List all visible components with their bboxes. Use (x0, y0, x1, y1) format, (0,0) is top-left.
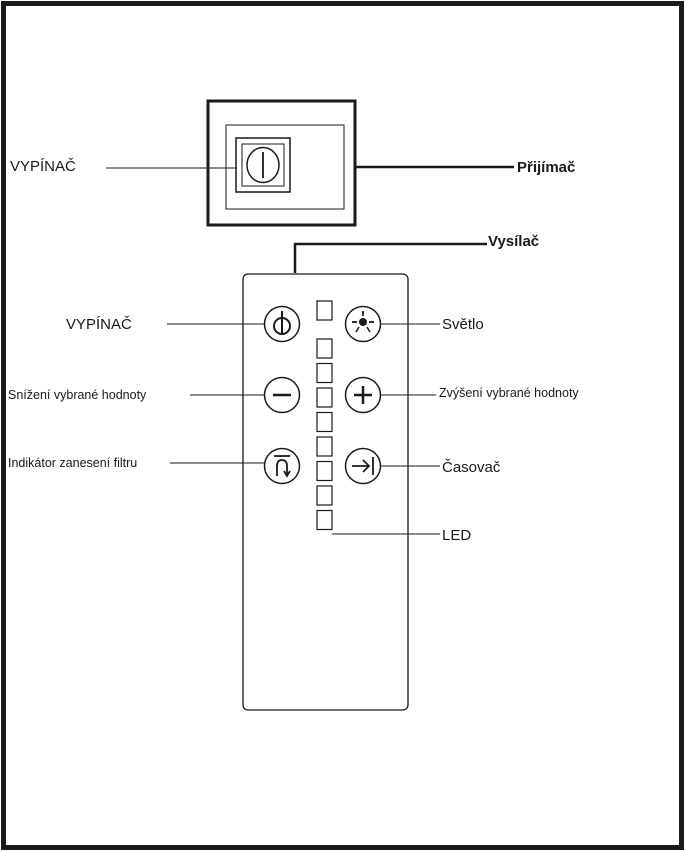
power-icon (273, 311, 291, 335)
power-label: VYPÍNAČ (66, 316, 132, 333)
filter-label: Indikátor zanesení filtru (8, 456, 137, 470)
led-indicator-2 (316, 338, 333, 359)
led-indicator-8 (316, 485, 333, 506)
decrease-button[interactable] (263, 376, 301, 414)
timer-button[interactable] (344, 447, 382, 485)
decrease-label: Snížení vybrané hodnoty (8, 388, 147, 402)
receiver-switch-label: VYPÍNAČ (10, 158, 76, 175)
led-indicator-9 (316, 509, 333, 531)
timer-arrow-icon (352, 457, 374, 475)
transmitter-title: Vysílač (488, 233, 539, 250)
light-label: Světlo (442, 316, 484, 333)
timer-label: Časovač (442, 459, 501, 476)
increase-button[interactable] (344, 376, 382, 414)
led-column (316, 300, 333, 531)
light-button[interactable] (344, 305, 382, 343)
receiver-box (206, 99, 357, 227)
led-label: LED (442, 527, 471, 544)
led-indicator-1 (316, 300, 333, 321)
receiver-inner-panel (225, 124, 345, 210)
light-bulb-icon (352, 311, 374, 333)
filter-button[interactable] (263, 447, 301, 485)
increase-label: Zvýšení vybrané hodnoty (439, 386, 579, 400)
led-indicator-5 (316, 411, 333, 433)
led-indicator-3 (316, 362, 333, 384)
transmitter-title-leader (293, 242, 487, 273)
plus-icon (354, 386, 372, 404)
filter-indicator-icon (274, 455, 291, 478)
receiver-title: Přijímač (517, 159, 575, 176)
led-indicator-7 (316, 460, 333, 482)
power-toggle-icon[interactable] (235, 137, 291, 193)
led-indicator-6 (316, 436, 333, 457)
led-indicator-4 (316, 387, 333, 408)
power-button[interactable] (263, 305, 301, 343)
transmitter-body (242, 273, 409, 711)
